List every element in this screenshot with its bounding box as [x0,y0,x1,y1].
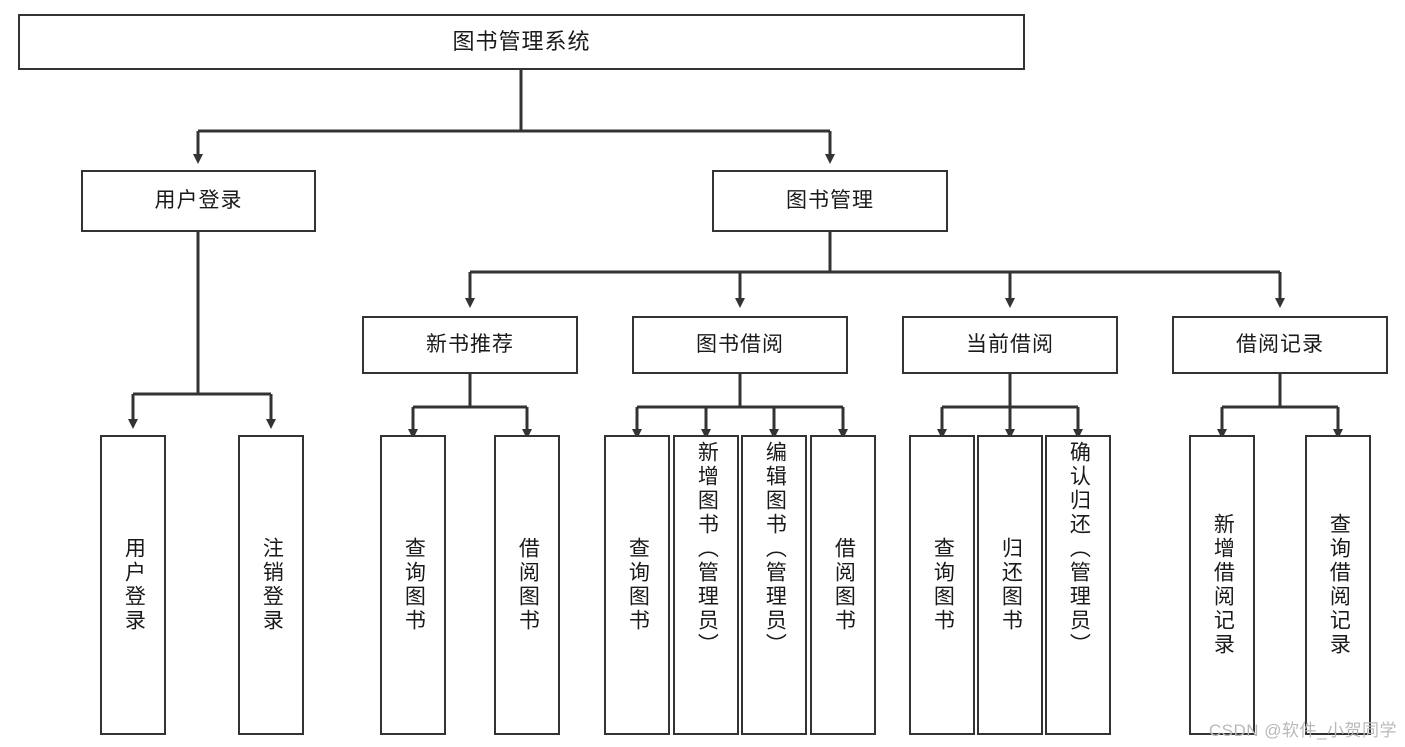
leaf-borrow-borrow-book[interactable]: 借阅图书 [810,435,876,735]
leaf-records-query-record[interactable]: 查询借阅记录 [1305,435,1371,735]
leaf-borrow-edit-book-admin[interactable]: 编辑图书（管理员） [741,435,807,735]
node-new-book-recommend-label: 新书推荐 [426,332,514,356]
leaf-borrow-edit-book-admin-label: 编辑图书（管理员） [763,441,787,657]
node-borrow-records[interactable]: 借阅记录 [1172,316,1388,374]
node-book-borrow[interactable]: 图书借阅 [632,316,848,374]
leaf-borrow-query-book[interactable]: 查询图书 [604,435,670,735]
leaf-records-query-record-label: 查询借阅记录 [1327,513,1351,657]
node-user-login-label: 用户登录 [154,188,243,212]
node-root[interactable]: 图书管理系统 [18,14,1025,70]
node-current-borrow-label: 当前借阅 [966,332,1054,356]
node-user-login[interactable]: 用户登录 [81,170,316,232]
leaf-newbook-query-book-label: 查询图书 [402,537,426,633]
node-book-borrow-label: 图书借阅 [696,332,784,356]
leaf-current-confirm-return-admin-label: 确认归还（管理员） [1067,441,1091,657]
leaf-borrow-query-book-label: 查询图书 [626,537,650,633]
leaf-current-query-book[interactable]: 查询图书 [909,435,975,735]
leaf-records-add-record[interactable]: 新增借阅记录 [1189,435,1255,735]
watermark: CSDN @软件_小贺同学 [1208,721,1397,740]
leaf-borrow-add-book-admin[interactable]: 新增图书（管理员） [673,435,739,735]
leaf-user-login-label: 用户登录 [122,537,146,633]
node-book-management-label: 图书管理 [786,188,874,212]
leaf-current-confirm-return-admin[interactable]: 确认归还（管理员） [1045,435,1111,735]
leaf-logout[interactable]: 注销登录 [238,435,304,735]
leaf-current-query-book-label: 查询图书 [931,537,955,633]
node-root-label: 图书管理系统 [452,29,591,55]
leaf-borrow-borrow-book-label: 借阅图书 [832,537,856,633]
leaf-newbook-query-book[interactable]: 查询图书 [380,435,446,735]
leaf-borrow-add-book-admin-label: 新增图书（管理员） [695,441,719,657]
leaf-current-return-book[interactable]: 归还图书 [977,435,1043,735]
leaf-records-add-record-label: 新增借阅记录 [1211,513,1235,657]
node-new-book-recommend[interactable]: 新书推荐 [362,316,578,374]
leaf-newbook-borrow-book-label: 借阅图书 [516,537,540,633]
leaf-logout-label: 注销登录 [260,537,284,633]
node-book-management[interactable]: 图书管理 [712,170,948,232]
node-borrow-records-label: 借阅记录 [1236,332,1324,356]
node-current-borrow[interactable]: 当前借阅 [902,316,1118,374]
leaf-newbook-borrow-book[interactable]: 借阅图书 [494,435,560,735]
leaf-user-login[interactable]: 用户登录 [100,435,166,735]
leaf-current-return-book-label: 归还图书 [999,537,1023,633]
